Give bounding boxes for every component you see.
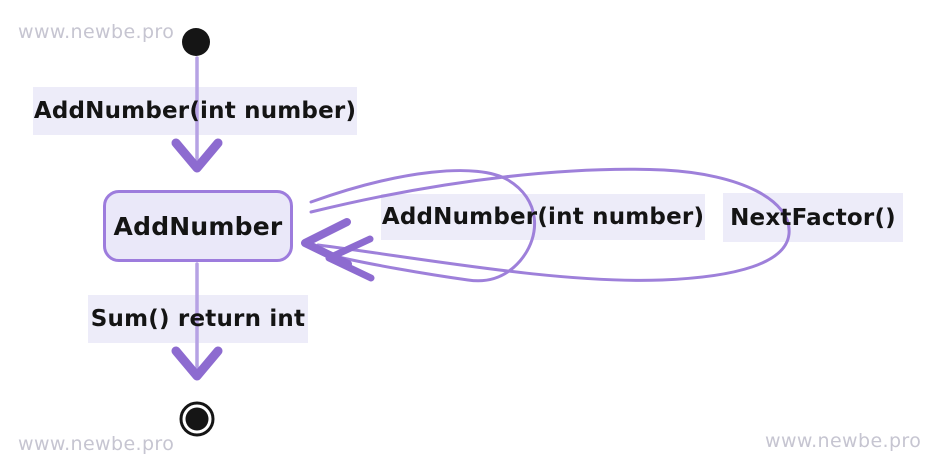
transition-label-addnumber-final: Sum() return int bbox=[88, 295, 308, 343]
self-loop-label-nextfactor: NextFactor() bbox=[723, 193, 903, 242]
final-state-core bbox=[185, 407, 209, 431]
state-node-label: AddNumber bbox=[113, 211, 283, 241]
arrowhead-left-outer-loop bbox=[301, 218, 352, 268]
transition-label-text: Sum() return int bbox=[90, 306, 306, 332]
arrowhead-left-inner-loop bbox=[325, 235, 375, 282]
arrowhead-down-start bbox=[171, 138, 223, 173]
transition-label-text: AddNumber(int number) bbox=[381, 204, 705, 230]
transition-label-text: NextFactor() bbox=[730, 204, 896, 231]
self-loop-label-addnumber: AddNumber(int number) bbox=[381, 194, 705, 240]
watermark-bottom-left: www.newbe.pro bbox=[18, 433, 174, 455]
watermark-text: www.newbe.pro bbox=[18, 21, 175, 43]
watermark-text: www.newbe.pro bbox=[18, 433, 175, 455]
watermark-bottom-right: www.newbe.pro bbox=[765, 430, 921, 452]
final-state-ring bbox=[179, 401, 215, 437]
state-node-addnumber: AddNumber bbox=[103, 190, 293, 262]
arrowhead-down-final bbox=[171, 346, 223, 381]
watermark-text: www.newbe.pro bbox=[765, 430, 922, 452]
watermark-top-left: www.newbe.pro bbox=[18, 21, 174, 43]
initial-state-dot bbox=[182, 28, 210, 56]
transition-label-text: AddNumber(int number) bbox=[33, 98, 357, 124]
transition-label-start-addnumber: AddNumber(int number) bbox=[33, 87, 357, 135]
